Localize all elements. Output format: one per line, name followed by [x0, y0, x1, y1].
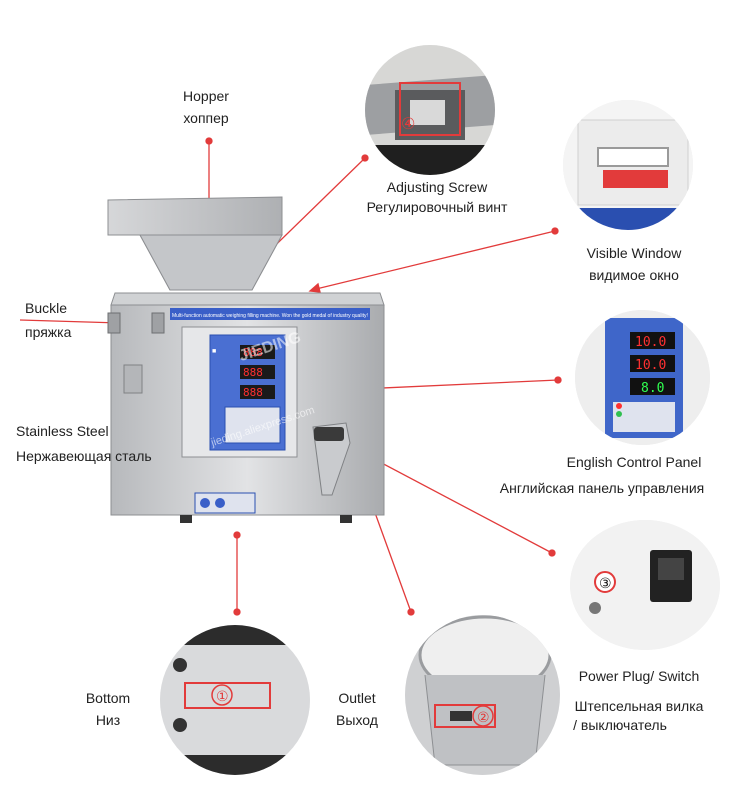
- detail-bottom: ①: [160, 625, 310, 775]
- detail-outlet: ②: [405, 615, 560, 775]
- buckle-left: [107, 312, 121, 334]
- window-callout-line: [311, 230, 556, 291]
- window-dot: [551, 227, 559, 235]
- label-steel-en: Stainless Steel: [16, 423, 109, 439]
- buckle-right: [151, 312, 165, 334]
- screw-dot: [361, 154, 369, 162]
- label-power-ru-1: Штепсельная вилка: [574, 698, 704, 714]
- svg-text:10.0: 10.0: [635, 358, 666, 373]
- label-window-en: Visible Window: [586, 245, 682, 261]
- label-hopper-ru: хоппер: [183, 110, 229, 126]
- label-outlet-en: Outlet: [338, 690, 376, 706]
- label-buckle-ru: пряжка: [25, 324, 72, 340]
- label-power-ru-2: / выключатель: [573, 717, 667, 733]
- svg-text:■: ■: [212, 348, 216, 355]
- svg-text:8.0: 8.0: [641, 381, 664, 396]
- marker-3: ③: [599, 576, 612, 592]
- label-steel-ru: Нержавеющая сталь: [16, 448, 152, 464]
- bottom-dot-a: [233, 531, 241, 539]
- hopper-dot: [205, 137, 213, 145]
- label-buckle-en: Buckle: [25, 300, 68, 316]
- detail-visible-window: [563, 100, 693, 230]
- power-callout-line: [375, 459, 553, 554]
- marker-2: ②: [477, 710, 490, 726]
- svg-text:888: 888: [243, 366, 263, 379]
- label-bottom-en: Bottom: [85, 690, 131, 706]
- marker-1: ①: [216, 689, 229, 705]
- detail-control-panel: 10.0 10.0 8.0: [575, 310, 710, 445]
- weighing-filling-machine: Multi-function automatic weighing fillin…: [107, 196, 385, 523]
- buckle-callout-line: [19, 319, 121, 324]
- marker-4: ④: [401, 114, 415, 133]
- machine-banner: [170, 308, 370, 320]
- label-bottom-ru: Низ: [95, 712, 121, 728]
- window-arrow: [308, 282, 321, 293]
- label-outlet-ru: Выход: [336, 712, 378, 728]
- bottom-dot-b: [233, 608, 241, 616]
- power-dot-b: [548, 549, 556, 557]
- outlet-dot-b: [407, 608, 415, 616]
- detail-power-switch: ③: [570, 520, 720, 650]
- detail-adjusting-screw: ④: [365, 45, 495, 175]
- label-hopper-en: Hopper: [183, 88, 229, 104]
- label-power-en: Power Plug/ Switch: [578, 668, 700, 684]
- label-panel-en: English Control Panel: [566, 454, 702, 470]
- svg-text:888: 888: [243, 386, 263, 399]
- label-screw-en: Adjusting Screw: [386, 179, 488, 195]
- svg-text:888: 888: [243, 346, 263, 359]
- label-screw-ru: Регулировочный винт: [366, 199, 508, 215]
- label-panel-ru: Английская панель управления: [499, 480, 705, 496]
- svg-text:10.0: 10.0: [635, 335, 666, 350]
- label-window-ru: видимое окно: [589, 267, 679, 283]
- panel-dot: [554, 376, 562, 384]
- banner-text: Multi-function automatic weighing fillin…: [172, 313, 368, 319]
